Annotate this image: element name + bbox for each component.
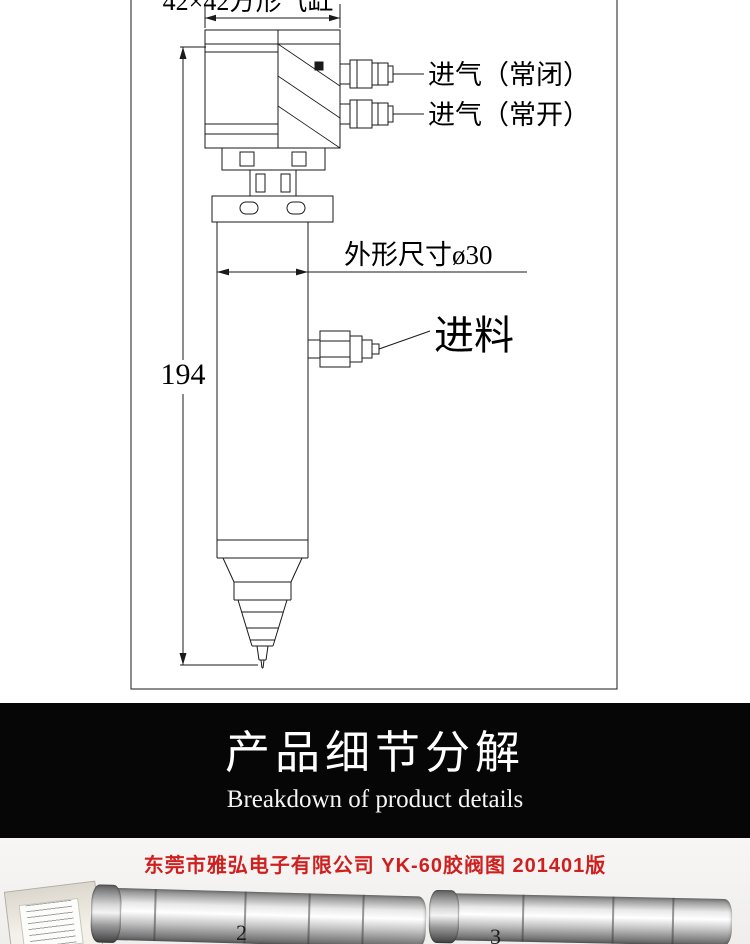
- segment-line: [361, 894, 365, 944]
- height-dim: [180, 46, 258, 666]
- valve-technical-drawing: 42×42方形气缸 进气（常闭） 进气（常开） 外形尺寸ø30 进料 194: [130, 0, 618, 690]
- feed-label: 进料: [434, 313, 514, 358]
- end-nut: [90, 884, 122, 944]
- packaging-box: [3, 880, 105, 944]
- valve-barrel: [216, 221, 309, 559]
- feed-fitting: [307, 330, 431, 368]
- mounting-stack: [211, 147, 334, 223]
- product-photo: 2 3: [0, 878, 750, 944]
- outline-dim-label: 外形尺寸ø30: [344, 240, 493, 270]
- valve-part-photo-1: [90, 884, 427, 944]
- actuator-block: [204, 29, 341, 149]
- height-dim-label: 194: [161, 358, 206, 391]
- company-caption: 东莞市雅弘电子有限公司 YK-60胶阀图 201401版: [143, 855, 607, 877]
- banner-title-en: Breakdown of product details: [226, 786, 524, 814]
- nozzle-section: [222, 557, 303, 669]
- photo-section: 东莞市雅弘电子有限公司 YK-60胶阀图 201401版 2 3: [0, 838, 750, 944]
- part-number-2: 2: [236, 920, 247, 944]
- segment-line: [521, 894, 525, 942]
- product-details-banner: 产品细节分解 Breakdown of product details: [0, 703, 750, 838]
- banner-title-cn: 产品细节分解: [224, 726, 525, 778]
- air-fitting-no: [339, 99, 424, 129]
- segment-line: [611, 896, 615, 944]
- air-inlet-no-label: 进气（常开）: [428, 100, 590, 130]
- top-dim-label: 42×42方形气缸: [163, 0, 334, 16]
- box-label: [18, 897, 84, 944]
- part-number-3: 3: [490, 924, 501, 944]
- segment-line: [671, 897, 675, 944]
- valve-part-photo-2: [428, 889, 733, 944]
- air-inlet-nc-label: 进气（常闭）: [428, 60, 590, 90]
- dimension-arrows: [179, 14, 340, 665]
- valve-outline: [180, 4, 527, 669]
- segment-line: [307, 893, 311, 944]
- technical-drawing-section: 42×42方形气缸 进气（常闭） 进气（常开） 外形尺寸ø30 进料 194: [130, 0, 618, 690]
- drawing-border: [130, 0, 618, 690]
- segment-line: [153, 889, 157, 942]
- end-nut: [428, 889, 460, 944]
- air-fitting-nc: [339, 59, 424, 89]
